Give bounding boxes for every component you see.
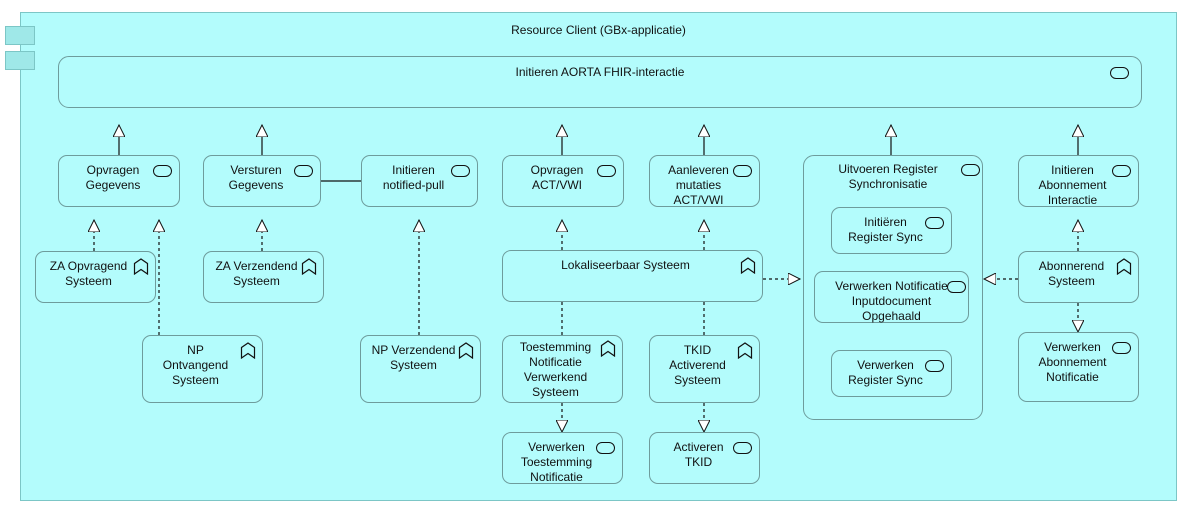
chevron-up-icon [740, 257, 756, 274]
rounded-oval-icon [733, 442, 752, 454]
rounded-oval-icon [597, 165, 616, 177]
chevron-up-icon [133, 258, 149, 275]
rounded-oval-icon [294, 165, 313, 177]
rounded-oval-icon [1112, 165, 1131, 177]
application-role-lokaliseerbaar-systeem[interactable]: Lokaliseerbaar Systeem [502, 250, 763, 302]
chevron-up-icon [240, 342, 256, 359]
band-label: Initieren AORTA FHIR-interactie [515, 65, 685, 79]
rounded-oval-icon [925, 217, 944, 229]
rounded-oval-icon [961, 164, 980, 176]
component-nub-icon-bottom [5, 51, 35, 70]
chevron-up-icon [301, 258, 317, 275]
rounded-oval-icon [733, 165, 752, 177]
chevron-up-icon [600, 340, 616, 357]
rounded-oval-icon [596, 442, 615, 454]
chevron-up-icon [458, 342, 474, 359]
rounded-oval-icon [947, 281, 966, 293]
chevron-up-icon [737, 342, 753, 359]
rounded-oval-icon [1112, 342, 1131, 354]
rounded-oval-icon [451, 165, 470, 177]
rounded-oval-icon [153, 165, 172, 177]
box-label: Lokaliseerbaar Systeem [561, 258, 690, 272]
rounded-oval-icon [925, 360, 944, 372]
page-title: Resource Client (GBx-applicatie) [511, 23, 686, 37]
chevron-up-icon [1116, 258, 1132, 275]
component-nub-icon-top [5, 26, 35, 45]
application-function-initieren-aorta-fhir-interactie[interactable]: Initieren AORTA FHIR-interactie [58, 56, 1142, 108]
rounded-oval-icon [1110, 67, 1129, 79]
